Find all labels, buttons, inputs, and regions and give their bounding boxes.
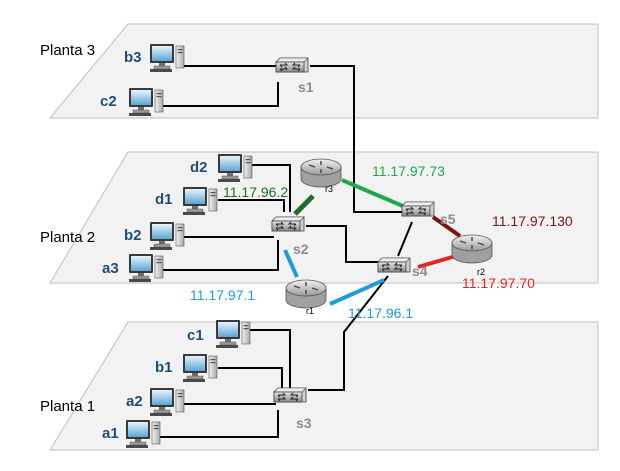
switch-icon-s5[interactable]	[401, 201, 435, 217]
wire-b1-s3	[218, 367, 283, 388]
floor-label-planta1: Planta 1	[40, 398, 95, 415]
wire-s2-s4	[306, 225, 378, 263]
switch-icon-s1[interactable]	[275, 57, 309, 73]
switch-label-s5: s5	[440, 211, 456, 227]
switch-label-s2: s2	[293, 241, 309, 257]
ip-label-r3-s2: 11.17.96.2	[223, 184, 288, 200]
switch-label-s4: s4	[412, 263, 428, 279]
ip-label-r1-s4: 11.17.96.1	[348, 305, 413, 321]
computer-icon-a3[interactable]	[128, 253, 164, 283]
computer-icon-a1[interactable]	[125, 419, 161, 449]
link-r1-s4	[329, 278, 385, 306]
computer-icon-c1[interactable]	[215, 319, 251, 349]
link-r2-s4	[417, 254, 457, 269]
floor-label-planta3: Planta 3	[40, 42, 95, 59]
ip-label-r3-s5: 11.17.97.73	[372, 163, 445, 179]
link-r2-s5	[431, 215, 462, 238]
switch-label-s3: s3	[296, 415, 312, 431]
wire-s4-s3	[308, 275, 389, 391]
computer-icon-b2[interactable]	[149, 221, 185, 251]
ip-label-r2-s5: 11.17.97.130	[492, 213, 573, 229]
host-label-b2: b2	[124, 227, 142, 244]
host-label-a1: a1	[102, 425, 119, 442]
wire-c1-s3	[250, 329, 291, 388]
host-label-a3: a3	[102, 260, 119, 277]
host-label-d1: d1	[155, 191, 173, 208]
wire-a3-s2	[163, 240, 279, 271]
switch-icon-s2[interactable]	[271, 216, 305, 232]
link-r3-s5	[341, 178, 406, 209]
computer-icon-a2[interactable]	[149, 387, 185, 417]
router-icon-r2[interactable]	[451, 234, 493, 264]
wire-d1-s2	[218, 199, 285, 212]
host-label-c2: c2	[100, 93, 117, 110]
switch-label-s1: s1	[298, 79, 314, 95]
router-icon-r1[interactable]	[285, 279, 327, 309]
link-r3-s2	[293, 194, 315, 216]
router-icon-r3[interactable]	[300, 158, 342, 188]
wire-s5-s4	[397, 221, 413, 257]
link-r1-s2	[283, 249, 299, 278]
computer-icon-b1[interactable]	[182, 353, 218, 383]
wires	[160, 65, 413, 438]
switch-icon-s3[interactable]	[273, 387, 307, 403]
switch-icon-s4[interactable]	[377, 257, 411, 273]
router-label-r1: r1	[306, 306, 314, 316]
ip-label-r1-s2: 11.17.97.1	[190, 287, 255, 303]
wire-d2-s2	[252, 164, 291, 212]
computer-icon-d1[interactable]	[182, 186, 218, 216]
computer-icon-b3[interactable]	[149, 43, 185, 73]
host-label-d2: d2	[190, 159, 208, 176]
router-label-r3: r3	[325, 184, 333, 194]
wire-a1-s3	[160, 410, 279, 438]
floor-plane-3	[48, 23, 599, 119]
host-label-a2: a2	[126, 393, 143, 410]
floor-label-planta2: Planta 2	[40, 229, 95, 246]
wire-c2-s1	[163, 82, 279, 107]
ip-label-r2-s4: 11.17.97.70	[462, 275, 535, 291]
host-label-b1: b1	[155, 359, 173, 376]
computer-icon-c2[interactable]	[128, 87, 164, 117]
computer-icon-d2[interactable]	[217, 153, 253, 183]
router-label-r2: r2	[477, 267, 485, 277]
host-label-b3: b3	[124, 49, 142, 66]
wire-s1-s5	[310, 65, 402, 213]
host-label-c1: c1	[187, 327, 204, 344]
